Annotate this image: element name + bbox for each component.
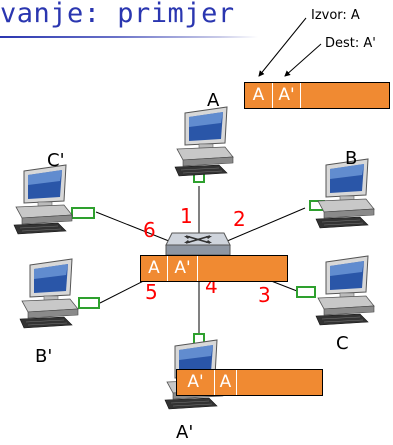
frame-switch-payload: [198, 256, 287, 281]
frame-switch-dest: A': [168, 256, 198, 281]
frame-top-source: A: [245, 83, 273, 108]
node-label-b-prime: B': [35, 346, 53, 367]
dest-pointer-line: [284, 43, 322, 77]
port-1: 1: [180, 204, 193, 228]
interface-b-prime: [78, 297, 100, 309]
interface-c-prime: [71, 207, 95, 219]
frame-switch-source: A: [141, 256, 168, 281]
frame-top-dest: A': [273, 83, 301, 108]
switch-icon: [165, 232, 231, 256]
node-label-a: A: [207, 90, 220, 111]
node-label-c: C: [336, 333, 349, 354]
title-underline: [0, 36, 258, 38]
frame-bottom-payload: [237, 370, 322, 395]
frame-bottom-dest: A': [177, 370, 215, 395]
node-label-a-prime: A': [176, 422, 194, 443]
frame-top-payload: [301, 83, 389, 108]
port-3: 3: [258, 283, 271, 307]
frame-bottom-source: A: [215, 370, 237, 395]
source-pointer-line: [258, 17, 307, 77]
port-5: 5: [145, 280, 158, 304]
frame-top: A A': [244, 82, 390, 109]
dest-legend: Dest: A': [325, 36, 376, 51]
node-label-b: B: [345, 148, 358, 169]
frame-switch: A A': [140, 255, 288, 282]
source-legend: Izvor: A: [311, 8, 360, 23]
node-label-c-prime: C': [47, 150, 65, 171]
slide-title: vanje: primjer: [0, 0, 235, 29]
port-6: 6: [143, 218, 156, 242]
frame-bottom: A' A: [176, 369, 323, 396]
interface-c: [296, 286, 316, 298]
port-2: 2: [233, 207, 246, 231]
